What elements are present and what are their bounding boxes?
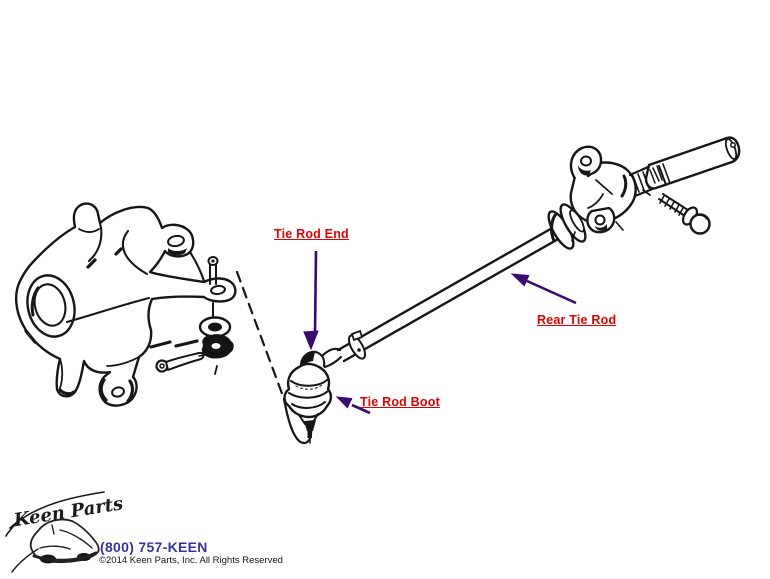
- bearing-bore: [26, 274, 76, 338]
- phone-number: (800) 757-KEEN: [100, 539, 208, 555]
- cotter-pin: [155, 351, 206, 373]
- rear-tie-rod-label[interactable]: Rear Tie Rod: [537, 313, 617, 327]
- knuckle-ear-hole: [167, 234, 185, 248]
- tie-rod-end-arrow: [303, 250, 319, 351]
- tie-rod-end-label[interactable]: Tie Rod End: [274, 227, 349, 241]
- adjuster-clamp-drawing: [547, 145, 657, 250]
- corvette-sketch: [11, 518, 100, 573]
- ball-stud: [304, 420, 316, 431]
- tie-rod-end-boot-drawing: [283, 347, 343, 444]
- steering-arm-hardware: [198, 256, 234, 375]
- boot-bellows: [283, 362, 333, 419]
- tie-rod-boot-arrow: [335, 396, 371, 415]
- boot-clamp-ring: [347, 334, 367, 360]
- copyright-text: ©2014 Keen Parts, Inc. All Rights Reserv…: [99, 555, 283, 566]
- tie-rod-boot-label[interactable]: Tie Rod Boot: [360, 395, 440, 409]
- callout-arrows: [303, 250, 577, 415]
- clamp-bolt-drawing: [642, 189, 711, 235]
- logo-flourish: [5, 491, 105, 537]
- knuckle-lower-hole: [111, 386, 125, 398]
- steering-knuckle-drawing: [15, 202, 237, 407]
- rear-tie-rod-shaft-drawing: [336, 225, 562, 363]
- rear-tie-rod-arrow: [510, 273, 577, 305]
- inner-tie-rod-tube-drawing: [644, 136, 741, 190]
